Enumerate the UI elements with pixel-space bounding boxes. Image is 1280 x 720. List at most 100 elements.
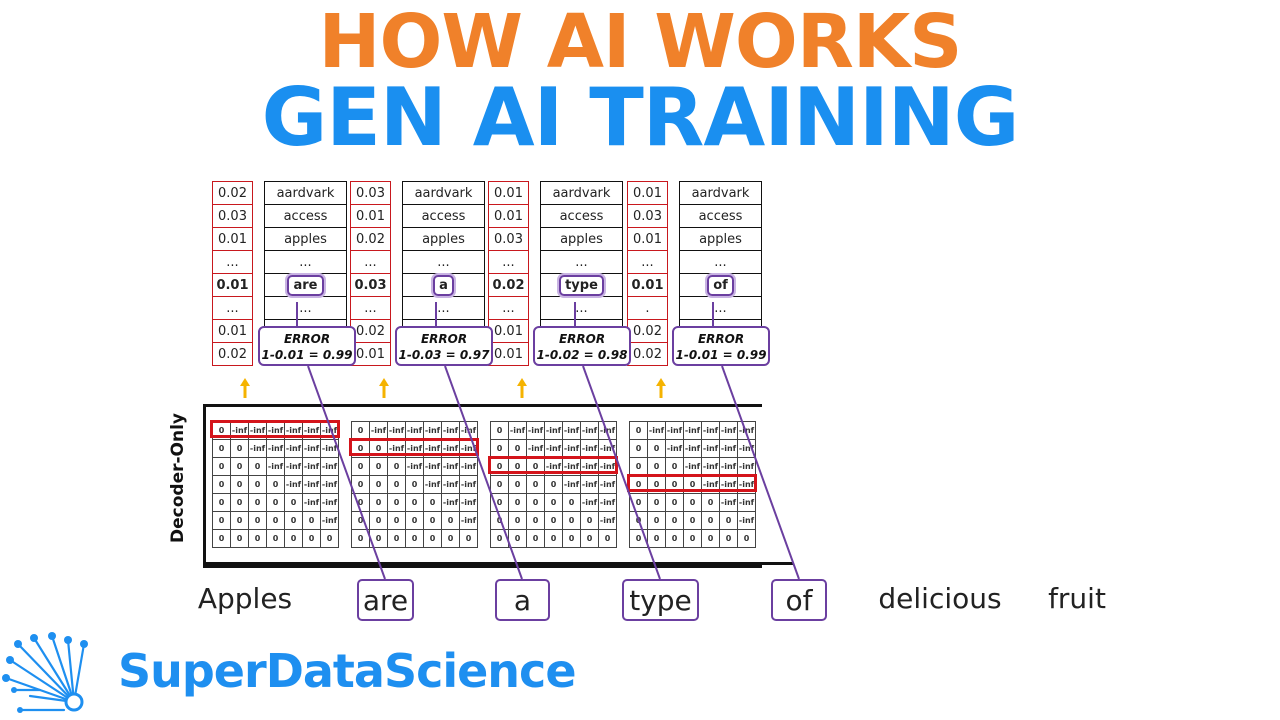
probability-cell: ...	[350, 296, 391, 320]
up-arrow-icon	[656, 378, 666, 398]
error-to-token-line	[582, 365, 661, 580]
up-arrow-icon	[240, 378, 250, 398]
vocabulary-cell: ...	[264, 296, 347, 320]
vocabulary-cell: ...	[540, 250, 623, 274]
error-formula: 1-0.03 = 0.97	[398, 348, 490, 362]
token-type: type	[622, 579, 699, 621]
probability-cell: ...	[350, 250, 391, 274]
probability-cell: 0.02	[350, 227, 391, 251]
vocabulary-cell: access	[540, 204, 623, 228]
probability-cell: 0.01	[488, 181, 529, 205]
error-to-token-line	[444, 365, 523, 580]
error-title: ERROR	[697, 332, 745, 346]
error-to-token-line	[307, 365, 386, 580]
mask-cell: -inf	[737, 493, 756, 512]
mask-cell: 0	[490, 529, 509, 548]
up-arrow-icon	[517, 378, 527, 398]
vocabulary-cell: ...	[402, 250, 485, 274]
probability-cell: 0.02	[627, 342, 668, 366]
mask-cell: 0	[580, 529, 599, 548]
vocabulary-cell: of	[679, 273, 762, 297]
token-fruit: fruit	[1048, 582, 1106, 615]
vocabulary-cell: aardvark	[402, 181, 485, 205]
error-box: ERROR 1-0.02 = 0.98	[533, 326, 631, 366]
probability-cell: ...	[212, 296, 253, 320]
mask-cell: 0	[387, 529, 406, 548]
probability-cell: 0.01	[212, 273, 253, 297]
error-box: ERROR 1-0.03 = 0.97	[395, 326, 493, 366]
probability-cell: 0.02	[212, 342, 253, 366]
highlighted-mask-row	[488, 456, 618, 474]
error-formula: 1-0.01 = 0.99	[261, 348, 353, 362]
probability-cell: 0.03	[350, 181, 391, 205]
highlighted-mask-row	[210, 420, 340, 438]
token-of: of	[771, 579, 827, 621]
vocabulary-cell: apples	[264, 227, 347, 251]
vocabulary-cell: aardvark	[264, 181, 347, 205]
mask-cell: 0	[647, 529, 666, 548]
probability-cell: 0.02	[488, 273, 529, 297]
mask-cell: 0	[266, 529, 285, 548]
token-delicious: delicious	[878, 582, 1002, 615]
vocabulary-cell: access	[679, 204, 762, 228]
error-title: ERROR	[283, 332, 331, 346]
error-title: ERROR	[420, 332, 468, 346]
vocabulary-cell: are	[264, 273, 347, 297]
vocabulary-cell: access	[402, 204, 485, 228]
probability-cell: 0.02	[350, 319, 391, 343]
target-word-highlight: are	[287, 274, 324, 296]
error-to-token-line	[721, 365, 800, 580]
token-apples: Apples	[197, 582, 293, 615]
mask-cell: 0	[459, 529, 478, 548]
token-are: are	[357, 579, 414, 621]
highlighted-mask-row	[349, 438, 479, 456]
probability-cell: 0.01	[212, 227, 253, 251]
mask-cell: -inf	[598, 421, 617, 440]
title-gen-ai-training: GEN AI TRAINING	[261, 71, 1020, 164]
target-word-highlight: a	[433, 274, 454, 296]
mask-cell: 0	[320, 529, 339, 548]
vocabulary-cell: ...	[402, 296, 485, 320]
error-formula: 1-0.01 = 0.99	[675, 348, 767, 362]
vocabulary-cell: ...	[264, 250, 347, 274]
probability-cell: 0.02	[212, 181, 253, 205]
probability-cell: .	[627, 296, 668, 320]
vocabulary-cell: aardvark	[679, 181, 762, 205]
mask-cell: 0	[544, 529, 563, 548]
probability-cell: 0.01	[350, 204, 391, 228]
decoder-frame	[203, 404, 762, 568]
probability-cell: ...	[488, 250, 529, 274]
error-title: ERROR	[558, 332, 606, 346]
probability-cell: 0.01	[212, 319, 253, 343]
mask-cell: 0	[737, 529, 756, 548]
neural-fan-logo-icon	[2, 632, 88, 713]
mask-cell: 0	[248, 529, 267, 548]
vocabulary-cell: ...	[679, 250, 762, 274]
probability-cell: 0.01	[350, 342, 391, 366]
token-a: a	[495, 579, 550, 621]
probability-cell: 0.01	[488, 319, 529, 343]
vocabulary-cell: apples	[540, 227, 623, 251]
target-word-highlight: type	[559, 274, 604, 296]
error-formula: 1-0.02 = 0.98	[536, 348, 628, 362]
brand-name: SuperDataScience	[118, 644, 577, 698]
probability-cell: 0.03	[350, 273, 391, 297]
target-word-highlight: of	[707, 274, 734, 296]
mask-cell: 0	[598, 529, 617, 548]
vocabulary-cell: type	[540, 273, 623, 297]
error-box: ERROR 1-0.01 = 0.99	[258, 326, 356, 366]
highlighted-mask-row	[627, 474, 757, 492]
mask-cell: -inf	[320, 493, 339, 512]
probability-cell: 0.01	[488, 342, 529, 366]
vocabulary-cell: access	[264, 204, 347, 228]
decoder-baseline	[203, 562, 793, 565]
